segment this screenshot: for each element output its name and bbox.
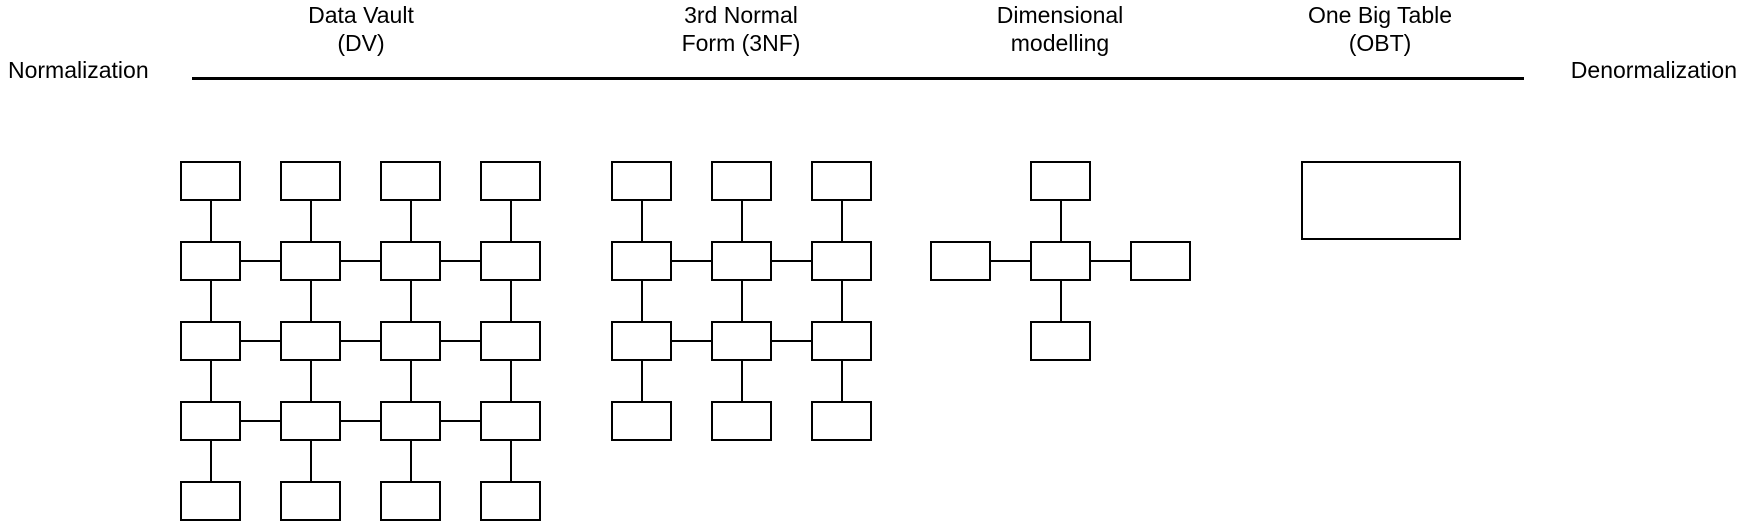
- third-normal-form-schema-table-box: [611, 161, 672, 201]
- data-vault-schema-connector: [341, 260, 380, 262]
- third-normal-form-schema-connector: [640, 281, 643, 321]
- method-label-line1: One Big Table: [1307, 2, 1453, 28]
- method-label-line2: (OBT): [1348, 30, 1412, 56]
- label-data-vault: Data Vault (DV): [231, 1, 491, 57]
- data-vault-schema-table-box: [280, 321, 341, 361]
- data-vault-schema-connector: [309, 361, 312, 401]
- third-normal-form-schema-connector: [672, 260, 711, 262]
- third-normal-form-schema-table-box: [611, 241, 672, 281]
- third-normal-form-schema-connector: [840, 361, 843, 401]
- data-vault-schema-connector: [309, 281, 312, 321]
- data-vault-schema-table-box: [380, 241, 441, 281]
- data-vault-schema-connector: [509, 361, 512, 401]
- dimensional-star-schema-dimension-table-box: [1130, 241, 1191, 281]
- label-third-normal-form: 3rd Normal Form (3NF): [611, 1, 871, 57]
- data-vault-schema-table-box: [280, 241, 341, 281]
- data-vault-schema-connector: [209, 201, 212, 241]
- arrowhead-left-icon: [178, 66, 202, 90]
- data-vault-schema-connector: [341, 340, 380, 342]
- dimensional-star-schema-connector: [991, 260, 1030, 262]
- data-vault-schema-table-box: [180, 401, 241, 441]
- data-vault-schema-connector: [441, 420, 480, 422]
- spectrum-arrow-shaft: [192, 76, 1524, 80]
- method-label-line1: 3rd Normal: [684, 2, 798, 28]
- third-normal-form-schema-table-box: [711, 321, 772, 361]
- third-normal-form-schema-table-box: [611, 321, 672, 361]
- third-normal-form-schema-connector: [840, 281, 843, 321]
- data-vault-schema-table-box: [480, 161, 541, 201]
- third-normal-form-schema-connector: [772, 340, 811, 342]
- data-vault-schema-connector: [309, 441, 312, 481]
- data-vault-schema-table-box: [480, 481, 541, 521]
- data-vault-schema-connector: [409, 201, 412, 241]
- third-normal-form-schema-connector: [772, 260, 811, 262]
- data-vault-schema-table-box: [180, 161, 241, 201]
- third-normal-form-schema-connector: [640, 201, 643, 241]
- dimensional-star-schema-connector: [1059, 201, 1062, 241]
- data-vault-schema-connector: [341, 420, 380, 422]
- data-vault-schema-table-box: [380, 401, 441, 441]
- third-normal-form-schema-table-box: [811, 161, 872, 201]
- data-vault-schema-connector: [241, 260, 280, 262]
- denormalization-label: Denormalization: [1570, 57, 1737, 83]
- dimensional-star-schema-connector: [1059, 281, 1062, 321]
- data-vault-schema-table-box: [380, 321, 441, 361]
- third-normal-form-schema-table-box: [811, 401, 872, 441]
- data-vault-schema-table-box: [480, 401, 541, 441]
- third-normal-form-schema-table-box: [811, 321, 872, 361]
- third-normal-form-schema-connector: [640, 361, 643, 401]
- data-vault-schema-connector: [209, 281, 212, 321]
- dimensional-star-schema-dimension-table-box: [930, 241, 991, 281]
- third-normal-form-schema-connector: [740, 201, 743, 241]
- one-big-table-schema-table-box: [1301, 161, 1461, 240]
- data-vault-schema-connector: [241, 340, 280, 342]
- data-vault-schema-table-box: [180, 481, 241, 521]
- third-normal-form-schema-table-box: [711, 241, 772, 281]
- dimensional-star-schema-dimension-table-box: [1030, 321, 1091, 361]
- label-one-big-table: One Big Table (OBT): [1250, 1, 1510, 57]
- third-normal-form-schema-connector: [840, 201, 843, 241]
- data-vault-schema-connector: [509, 281, 512, 321]
- data-vault-schema-connector: [209, 441, 212, 481]
- method-label-line2: modelling: [1010, 30, 1110, 56]
- third-normal-form-schema-connector: [740, 361, 743, 401]
- third-normal-form-schema-table-box: [611, 401, 672, 441]
- data-vault-schema-table-box: [480, 321, 541, 361]
- data-vault-schema-connector: [309, 201, 312, 241]
- third-normal-form-schema-table-box: [711, 161, 772, 201]
- data-vault-schema-table-box: [380, 481, 441, 521]
- normalization-label: Normalization: [8, 57, 149, 83]
- third-normal-form-schema-table-box: [811, 241, 872, 281]
- method-label-line1: Dimensional: [996, 2, 1124, 28]
- dimensional-star-schema-dimension-table-box: [1030, 161, 1091, 201]
- third-normal-form-schema-connector: [740, 281, 743, 321]
- data-vault-schema-table-box: [480, 241, 541, 281]
- method-label-line2: (DV): [337, 30, 385, 56]
- label-dimensional-modelling: Dimensional modelling: [930, 1, 1190, 57]
- data-vault-schema-connector: [209, 361, 212, 401]
- third-normal-form-schema-connector: [672, 340, 711, 342]
- data-vault-schema-connector: [509, 441, 512, 481]
- arrowhead-right-icon: [1515, 66, 1539, 90]
- data-vault-schema-connector: [441, 260, 480, 262]
- dimensional-star-schema-fact-table-box: [1030, 241, 1091, 281]
- dimensional-star-schema-connector: [1091, 260, 1130, 262]
- data-vault-schema-connector: [441, 340, 480, 342]
- data-vault-schema-connector: [409, 361, 412, 401]
- data-vault-schema-connector: [409, 281, 412, 321]
- data-vault-schema-connector: [241, 420, 280, 422]
- data-vault-schema-connector: [409, 441, 412, 481]
- data-vault-schema-table-box: [280, 481, 341, 521]
- data-vault-schema-table-box: [180, 241, 241, 281]
- data-vault-schema-table-box: [280, 161, 341, 201]
- data-vault-schema-table-box: [180, 321, 241, 361]
- method-label-line1: Data Vault: [308, 2, 414, 28]
- data-vault-schema-table-box: [380, 161, 441, 201]
- third-normal-form-schema-table-box: [711, 401, 772, 441]
- data-vault-schema-table-box: [280, 401, 341, 441]
- method-label-line2: Form (3NF): [681, 30, 801, 56]
- data-vault-schema-connector: [509, 201, 512, 241]
